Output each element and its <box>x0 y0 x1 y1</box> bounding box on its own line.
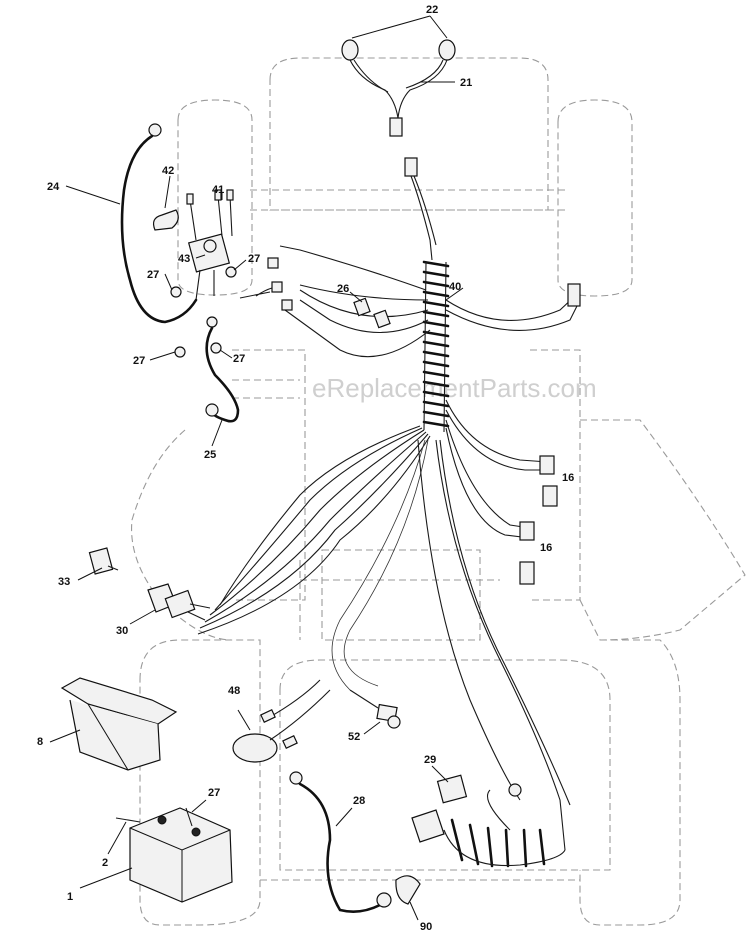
callout-33: 33 <box>58 576 70 588</box>
switch-52 <box>349 689 401 729</box>
watermark-text: eReplacementParts.com <box>312 373 597 403</box>
battery-cable-28 <box>289 771 392 913</box>
battery-1 <box>115 807 233 903</box>
callout-24: 24 <box>47 181 60 193</box>
callout-27-c: 27 <box>133 355 145 367</box>
callout-28: 28 <box>353 795 365 807</box>
callout-41: 41 <box>212 184 224 196</box>
callout-22: 22 <box>426 4 438 16</box>
battery-cable-24 <box>120 123 198 324</box>
callout-30: 30 <box>116 625 128 637</box>
callout-27-b: 27 <box>248 253 260 265</box>
callout-1: 1 <box>67 891 73 903</box>
callout-2: 2 <box>102 857 108 869</box>
callout-90: 90 <box>420 921 432 933</box>
callout-29: 29 <box>424 754 436 766</box>
callout-16-a: 16 <box>562 472 574 484</box>
callout-16-b: 16 <box>540 542 552 554</box>
switch-29 <box>411 774 566 868</box>
callout-labels: 22 21 24 42 41 43 27 27 26 40 27 27 25 1… <box>37 4 574 933</box>
connector-26 <box>353 297 391 329</box>
callout-42: 42 <box>162 165 174 177</box>
ignition-switch-30 <box>147 583 211 621</box>
chassis-outline <box>131 57 746 926</box>
battery-box-8 <box>60 677 178 771</box>
main-harness <box>197 157 581 851</box>
solenoid-assembly <box>152 189 293 358</box>
callout-21: 21 <box>460 77 472 89</box>
callout-52: 52 <box>348 731 360 743</box>
callout-27-e: 27 <box>208 787 220 799</box>
callout-27-d: 27 <box>233 353 245 365</box>
callout-43: 43 <box>178 253 190 265</box>
terminal-cover-90 <box>395 875 421 905</box>
callout-26: 26 <box>337 283 349 295</box>
callout-8: 8 <box>37 736 43 748</box>
ignition-key-33 <box>88 547 119 575</box>
callout-27-a: 27 <box>147 269 159 281</box>
callout-40: 40 <box>449 281 461 293</box>
battery-cable-25 <box>205 316 240 423</box>
callout-48: 48 <box>228 685 240 697</box>
callout-25: 25 <box>204 449 216 461</box>
switch-48 <box>232 679 331 763</box>
headlight-assembly <box>341 39 456 137</box>
